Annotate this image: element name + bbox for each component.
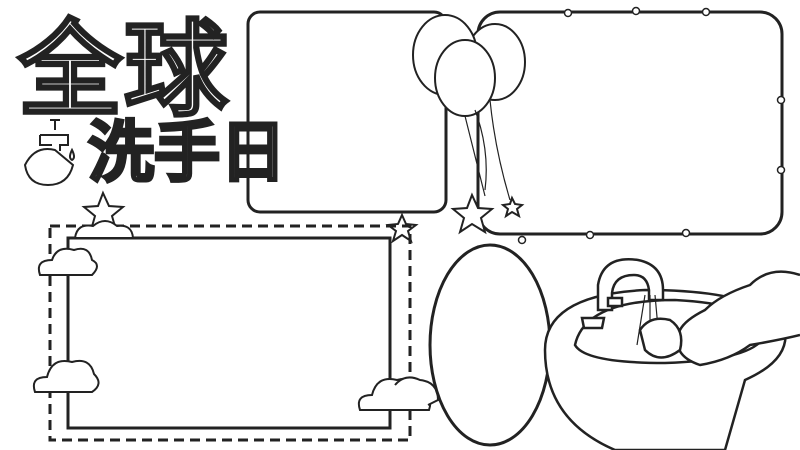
title-handwashing-day: 洗手日 — [87, 114, 288, 191]
frame-top-right — [476, 6, 786, 245]
faucet-hands-icon — [23, 119, 75, 187]
star-icon — [81, 190, 525, 244]
balloons-icon — [412, 14, 526, 201]
frame-bottom-left — [48, 224, 412, 442]
frame-top-center — [246, 10, 448, 214]
cloud-icon — [32, 220, 440, 411]
title-global: 全球 — [16, 9, 231, 131]
sink-icon — [543, 258, 800, 450]
frame-oval — [428, 243, 552, 447]
